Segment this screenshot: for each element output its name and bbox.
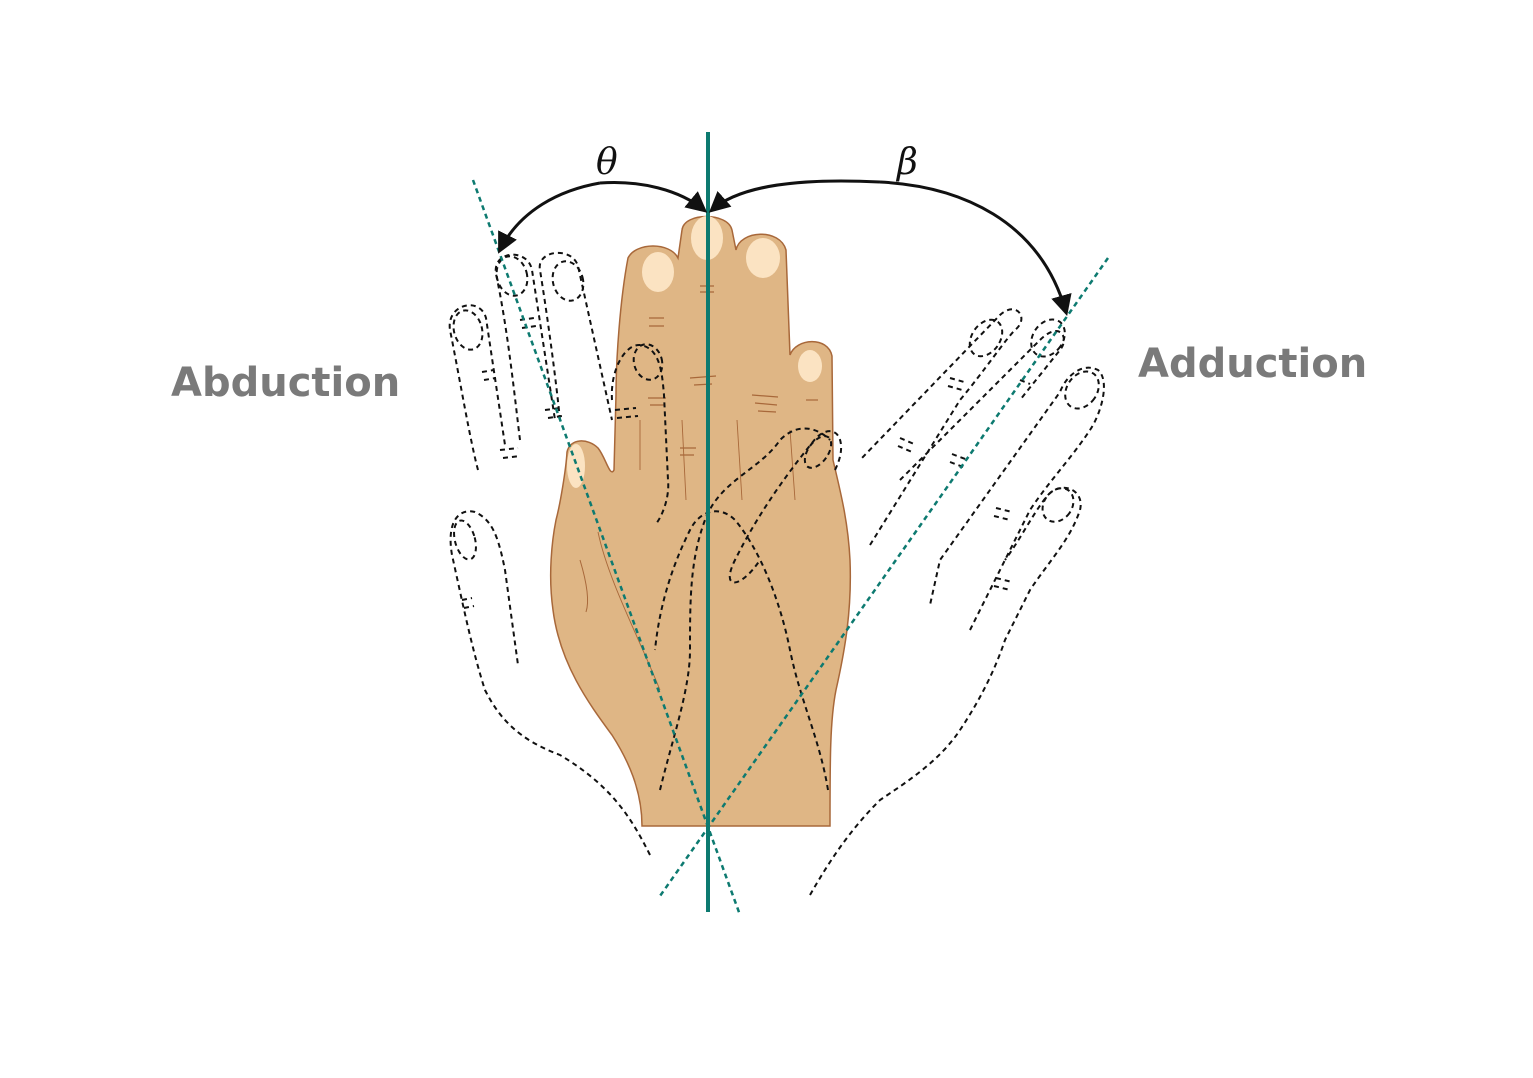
adducted-creases bbox=[898, 378, 1030, 590]
beta-angle-label: β bbox=[897, 142, 918, 183]
beta-angle-arrow-left bbox=[712, 181, 880, 210]
abduction-label: Abduction bbox=[171, 360, 400, 406]
adduction-label: Adduction bbox=[1138, 341, 1367, 387]
adducted-nails bbox=[799, 313, 1105, 528]
theta-angle-arrow-right bbox=[600, 182, 704, 210]
theta-angle-label: θ bbox=[596, 142, 618, 183]
hand-palm-and-fingers bbox=[551, 217, 851, 827]
beta-angle-arrow-right bbox=[880, 182, 1066, 312]
theta-angle-arrow bbox=[500, 183, 600, 250]
